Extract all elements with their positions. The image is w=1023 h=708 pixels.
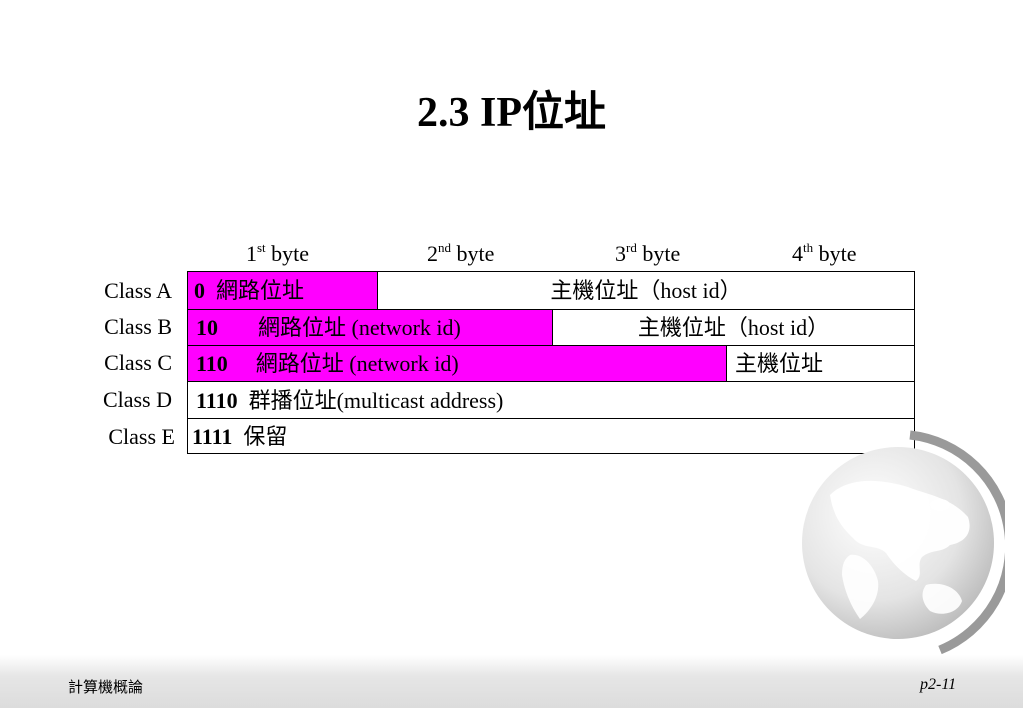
host-cell: 主機位址 xyxy=(735,351,824,376)
table-row: 0 網路位址 主機位址（host id） xyxy=(188,272,914,310)
network-cell: 0 網路位址 xyxy=(188,272,378,309)
host-cell: 主機位址（host id） xyxy=(550,278,742,303)
table-row: 1111 保留 xyxy=(188,419,914,454)
class-label-e: Class E xyxy=(108,424,175,449)
class-label-a: Class A xyxy=(104,278,172,303)
footer-bar xyxy=(0,655,1023,708)
table-row: 1110 群播位址(multicast address) xyxy=(188,382,914,419)
class-label-c: Class C xyxy=(104,350,172,375)
slide-title: 2.3 IP位址 xyxy=(416,90,606,136)
class-label-d: Class D xyxy=(102,387,172,412)
byte-header-2: 2nd byte xyxy=(427,240,495,266)
footer-course-title: 計算機概論 xyxy=(68,678,144,696)
host-cell: 主機位址（host id） xyxy=(637,315,830,340)
reserved-cell: 1111 保留 xyxy=(192,424,288,449)
byte-header-1: 1st byte xyxy=(246,240,310,266)
byte-header-3: 3rd byte xyxy=(615,240,681,266)
page-number: p2-11 xyxy=(920,676,957,693)
byte-header-4: 4th byte xyxy=(792,240,857,266)
globe-icon xyxy=(802,430,1005,655)
class-label-b: Class B xyxy=(104,314,172,339)
multicast-cell: 1110 群播位址(multicast address) xyxy=(196,388,504,413)
